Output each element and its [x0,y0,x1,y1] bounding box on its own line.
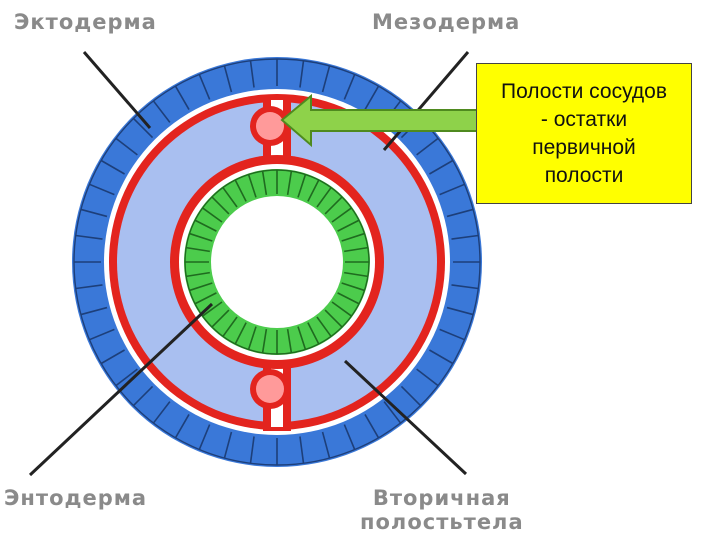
ectoderm-cell-wall [364,414,380,439]
ectoderm-cell-wall [198,74,211,100]
ectoderm-cell-wall [152,401,171,424]
endoderm-cell-wall [202,207,223,223]
ectoderm-cell-wall [100,349,125,365]
endoderm-cell-wall [341,232,365,242]
ectoderm-cell-wall [132,117,154,139]
ectoderm-cell-wall [299,60,305,88]
ectoderm-cell-wall [132,385,154,407]
ectoderm-cell-wall [174,414,190,439]
endoderm-cell-wall [211,309,230,328]
vessel-cavity-callout: Полости сосудов - остатки первичной поло… [476,63,692,204]
ectoderm-cell-wall [89,328,115,341]
endoderm-cell-wall [189,232,213,242]
ectoderm-cell-wall [451,284,479,290]
endoderm-cell-wall [331,301,352,317]
secondary-cavity-label: Вторичная полостьтела [360,486,524,534]
ectoderm-cell-wall [343,74,356,100]
endoderm-cell-wall [189,282,213,292]
ectoderm-cell-wall [451,234,479,240]
ectoderm-cell-wall [89,183,115,196]
endoderm-cell-wall [337,219,360,232]
ectoderm-cell-wall [198,424,211,450]
mesoderm-pointer [382,51,470,151]
ectoderm-pointer [82,51,152,129]
ectoderm-cell-wall [80,306,108,316]
mesoderm-label: Мезодерма [372,10,521,34]
endoderm-cell-wall [211,196,230,215]
callout-text: Полости сосудов - остатки первичной поло… [501,79,667,187]
endoderm-cell-wall [344,271,368,278]
ectoderm-cell-wall [446,306,474,316]
ectoderm-cell-wall [80,208,108,218]
endoderm-cell-wall [307,179,320,202]
ectoderm-cell-wall [439,183,465,196]
endoderm-label: Энтодерма [4,486,148,510]
ectoderm-cell-wall [152,100,171,123]
endoderm-cell-wall [222,316,238,337]
ectoderm-label: Эктодерма [14,10,157,34]
ectoderm-cell-wall [429,159,454,175]
endoderm-cell-wall [194,219,217,232]
ectoderm-cell-wall [223,65,233,93]
ectoderm-cells [73,58,481,466]
secondary-cavity-label-line1: Вторичная [372,486,511,510]
ectoderm-cell-wall [321,65,331,93]
ectoderm-cell-wall [343,424,356,450]
endoderm-cell-wall [297,326,307,350]
secondary-cavity-label-line2: полостьтела [360,510,524,534]
endoderm-cell-wall [286,329,293,353]
endoderm-cell-wall [194,292,217,305]
endoderm-cell-wall [324,309,343,328]
ectoderm-cell-wall [321,431,331,459]
endoderm-cell-wall [222,187,238,208]
endoderm-cell-wall [202,301,223,317]
ectoderm-cell-wall [429,349,454,365]
endoderm-cell-wall [247,326,257,350]
ectoderm-cell-wall [249,436,255,464]
ectoderm-cell-wall [364,85,380,110]
endoderm-cell-wall [344,246,368,253]
ectoderm-cell-wall [115,137,138,156]
ectoderm-cell-wall [249,60,255,88]
endoderm-cells [184,169,370,355]
endoderm-cell-wall [234,322,247,345]
ectoderm-cell-wall [223,431,233,459]
endoderm-cell-wall [324,196,343,215]
endoderm-cell-wall [297,174,307,198]
ectoderm-cell-wall [75,284,103,290]
ectoderm-cell-wall [115,368,138,387]
ectoderm-cell-wall [299,436,305,464]
ectoderm-cell-wall-outline [73,58,481,466]
ectoderm-cell-wall [174,85,190,110]
endoderm-cell-wall [341,282,365,292]
endoderm-cell-wall [307,322,320,345]
gut-lumen [211,196,343,328]
dorsal-vessel [256,112,284,140]
endoderm-pointer [28,302,214,477]
endoderm-cell-wall [186,246,210,253]
ectoderm-cell-wall [100,159,125,175]
endoderm-cell-wall [261,329,268,353]
ectoderm-cell-wall [400,385,422,407]
endoderm-cell-wall [247,174,257,198]
endoderm-cell-wall [316,316,332,337]
ventral-vessel [256,375,284,403]
endoderm-cell-wall-outline [184,169,370,355]
endoderm-cell-wall [261,171,268,195]
ectoderm-cell-wall [446,208,474,218]
ectoderm-cell-wall [75,234,103,240]
endoderm-cell-wall [286,171,293,195]
endoderm-cell-wall [234,179,247,202]
secondary-cavity-pointer [343,359,468,476]
ectoderm-cell-wall [439,328,465,341]
ectoderm-cell-wall [383,401,402,424]
ectoderm-cell-wall [416,368,439,387]
endoderm-cell-wall [337,292,360,305]
endoderm-cell-wall [186,271,210,278]
endoderm-cell-wall [316,187,332,208]
endoderm-cell-wall [331,207,352,223]
ectoderm-cell-wall [416,137,439,156]
